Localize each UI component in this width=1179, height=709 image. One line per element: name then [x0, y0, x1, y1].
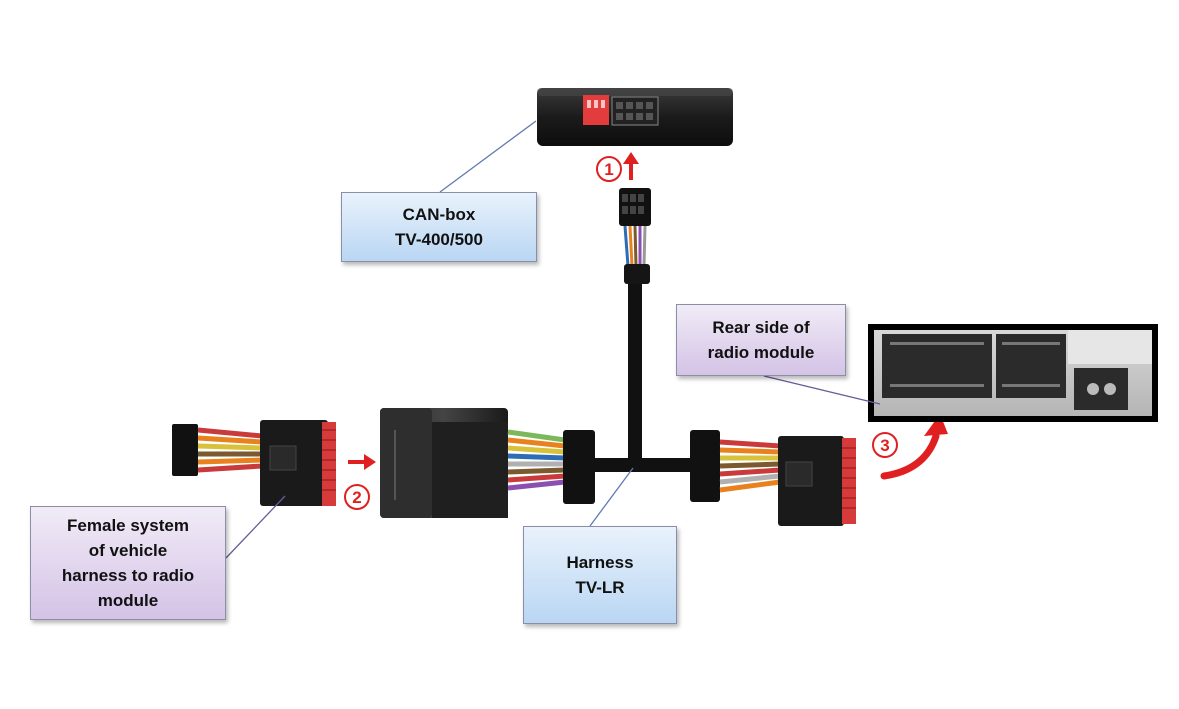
can-box-device: [537, 88, 733, 146]
female-vehicle-harness: [172, 420, 336, 506]
canbox-label-text: CAN-box TV-400/500: [395, 205, 483, 249]
canbox-label: CAN-box TV-400/500: [341, 192, 537, 262]
canbox-leader-line: [439, 120, 537, 193]
female-harness-label-text: Female system of vehicle harness to radi…: [61, 516, 195, 610]
step-1-number: 1: [604, 160, 613, 179]
radio-module-label: Rear side of radio module: [676, 304, 846, 376]
step-1-arrow: [623, 152, 639, 180]
radio-module-label-text: Rear side of radio module: [707, 318, 815, 362]
radio-leader-line: [763, 375, 881, 405]
step-2-marker: 2: [344, 484, 370, 510]
step-2-number: 2: [352, 488, 361, 507]
step-2-arrow: [348, 454, 376, 470]
radio-module-rear: [868, 324, 1158, 422]
can-connector-plug: [619, 188, 651, 284]
step-3-marker: 3: [872, 432, 898, 458]
step-3-number: 3: [880, 436, 889, 455]
female-leader-line: [225, 495, 286, 559]
female-harness-label: Female system of vehicle harness to radi…: [30, 506, 226, 620]
step-1-marker: 1: [596, 156, 622, 182]
harness-leader-line: [589, 467, 634, 527]
harness-left-connector: [380, 408, 595, 518]
harness-label: Harness TV-LR: [523, 526, 677, 624]
harness-label-text: Harness TV-LR: [566, 553, 634, 597]
harness-tv-lr: [592, 284, 692, 472]
harness-right-connector: [690, 430, 856, 526]
